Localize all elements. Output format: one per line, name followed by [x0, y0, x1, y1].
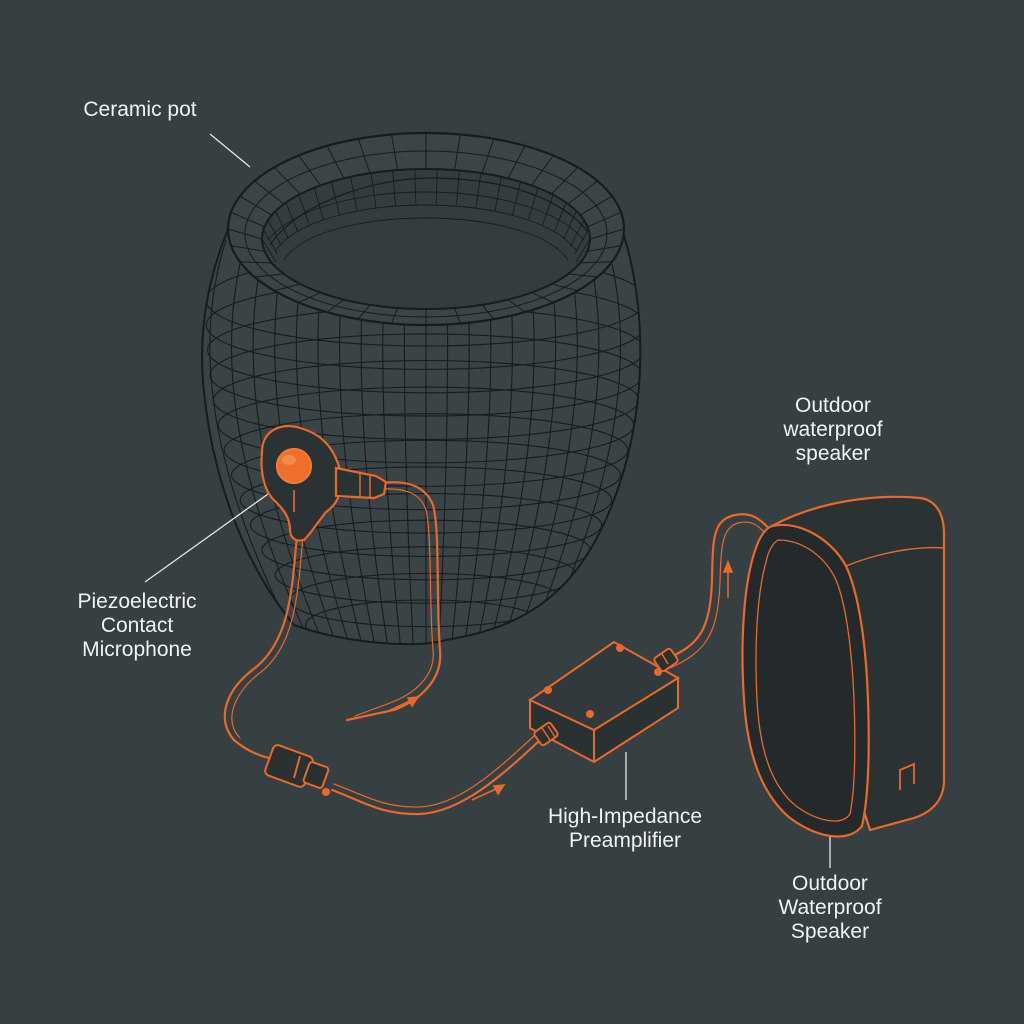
speaker-front-panel	[741, 523, 870, 838]
mesh-inner-segment	[330, 181, 340, 215]
mesh-meridian	[230, 239, 319, 645]
preamp-top	[527, 640, 680, 732]
mesh-inner-segment	[298, 194, 311, 226]
leader-line-ceramic-pot	[209, 133, 251, 168]
outdoor-speaker	[741, 495, 946, 838]
preamp-screw	[544, 686, 552, 694]
mesh-inner-segment	[370, 172, 377, 208]
mesh-inner-segment	[553, 202, 567, 233]
mesh-inner-ring	[283, 217, 569, 261]
mesh-inner-segment	[563, 210, 577, 240]
speaker-top-edge	[845, 546, 945, 567]
speaker-front-bevel	[755, 539, 856, 822]
label-ceramic-pot: Ceramic pot	[83, 98, 197, 121]
mesh-meridian	[209, 239, 307, 645]
preamp-input-jack	[533, 721, 559, 747]
speaker-cable-inner	[669, 521, 767, 669]
leader-line-microphone	[144, 483, 283, 583]
mesh-inner-segment	[350, 176, 358, 211]
signal-wiring	[223, 481, 772, 816]
preamp-input-cable-inner	[333, 735, 535, 808]
mesh-inner-segment	[275, 210, 289, 240]
mic-jack-cable-inner	[354, 488, 434, 717]
mesh-inner-segment	[456, 170, 460, 206]
mesh-inner-segment	[392, 170, 396, 206]
inline-connector	[264, 744, 330, 796]
arrow-icon	[471, 784, 506, 801]
speaker-port	[899, 762, 915, 790]
arrow-icon	[385, 696, 420, 713]
signal-arrows	[385, 559, 734, 801]
piezo-disc-highlight	[282, 455, 296, 465]
mesh-inner-segment	[414, 169, 417, 205]
label-speaker-top: Outdoor waterproof speaker	[783, 394, 883, 465]
preamplifier	[527, 640, 680, 764]
connector-pin	[322, 788, 330, 796]
mesh-inner-segment	[285, 202, 299, 233]
mesh-inner-segment	[494, 176, 502, 211]
preamp-input-cable	[330, 738, 542, 816]
mesh-inner-segment	[527, 187, 539, 220]
mesh-inner-ring	[275, 204, 577, 251]
piezo-disc	[275, 447, 313, 485]
preamp-screw	[654, 668, 662, 676]
mic-cable-inner	[231, 534, 304, 739]
pot-interior-mesh	[261, 169, 591, 263]
mesh-inner-segment	[263, 229, 278, 255]
preamp-output-jack	[653, 647, 679, 673]
mesh-meridian	[521, 239, 600, 645]
mesh-meridian	[252, 239, 331, 645]
connector-plug	[302, 761, 330, 789]
pot-interior-shadow	[269, 177, 589, 246]
mesh-inner-segment	[575, 238, 591, 263]
mic-cable	[223, 533, 299, 762]
connector-seam	[293, 755, 301, 779]
mesh-inner-segment	[475, 172, 482, 208]
preamp-screw	[586, 710, 594, 718]
label-contact-microphone: Piezoelectric Contact Microphone	[77, 590, 197, 661]
mesh-inner-segment	[574, 229, 589, 255]
label-preamplifier: High-Impedance Preamplifier	[547, 805, 703, 852]
speaker-cable	[662, 513, 772, 662]
piezo-contact-microphone	[260, 425, 388, 542]
label-speaker-bottom: Outdoor Waterproof Speaker	[778, 872, 882, 943]
mesh-inner-segment	[435, 169, 438, 205]
preamp-screw	[616, 644, 624, 652]
mesh-inner-ring	[267, 191, 585, 241]
arrow-icon	[722, 559, 734, 598]
mesh-inner-segment	[512, 181, 522, 215]
mesh-inner-segment	[541, 194, 554, 226]
mesh-inner-segment	[313, 187, 325, 220]
mesh-rim-ring	[244, 150, 608, 318]
ceramic-pot	[201, 131, 642, 646]
pot-rim-mesh	[227, 133, 625, 325]
mesh-inner-segment	[261, 238, 277, 263]
mic-jack-cable	[345, 481, 442, 722]
mic-strain-relief	[334, 466, 388, 500]
